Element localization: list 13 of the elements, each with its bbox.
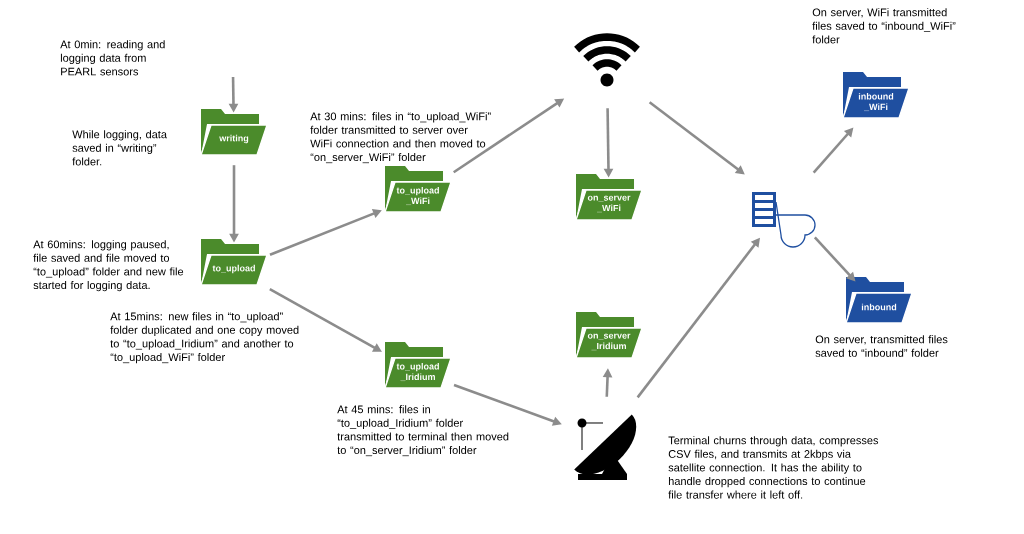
wifi-icon <box>574 33 640 87</box>
annotation-text: At 15mins: new files in “to_upload” folder duplicated and one copy moved to “to_upload_Iridium” and another to “to_upload_WiFi” folder <box>110 312 299 364</box>
arrow <box>648 101 745 175</box>
satellite-dish-icon <box>574 414 637 480</box>
annotation-text: While logging, data saved in “writing” folder. <box>72 130 167 166</box>
annotation-text: At 0min: reading and logging data from PEARL sensors <box>60 40 165 76</box>
annotation-text: At 45 mins: files in “to_upload_Iridium” folder transmitted to terminal then moved to “on_server_Iridium” folder <box>337 405 509 457</box>
annotation-text: At 30 mins: files in “to_upload_WiFi” folder transmitted to server over WiFi connection and then moved to “on_server_WiFi” folder <box>310 112 491 164</box>
cloud-server-icon <box>752 192 816 248</box>
annotation-text: On server, transmitted files saved to “inbound” folder <box>815 335 948 357</box>
annotation-text: Terminal churns through data, compresses CSV files, and transmits at 2kbps via satellite connection. It has the ability to handle dropped connections to continue file transfer where it left off. <box>668 436 879 499</box>
annotation-text: At 60mins: logging paused, file saved and file moved to “to_upload” folder and new file started for logging data. <box>33 240 184 292</box>
annotation-text: On server, WiFi transmitted files saved to “inbound_WiFi” folder <box>812 8 956 44</box>
